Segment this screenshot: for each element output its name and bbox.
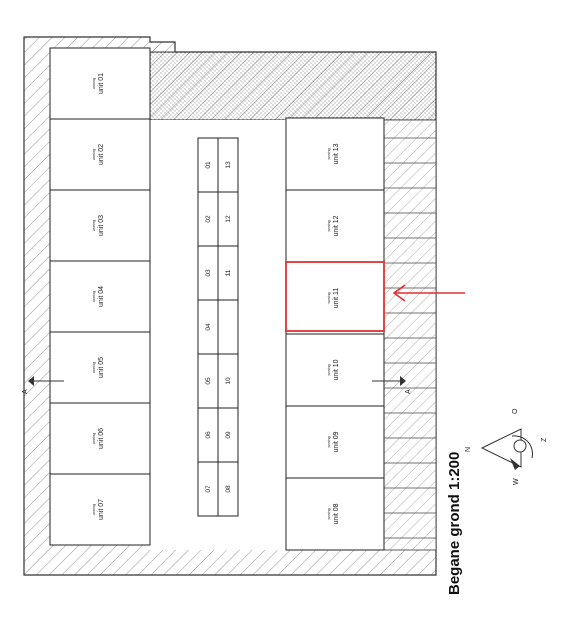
shed-number: 04 — [205, 323, 212, 331]
shed-number: 10 — [225, 377, 232, 385]
compass-o: O — [512, 408, 519, 414]
unit-label: unit 03 — [98, 215, 105, 236]
parking-strip — [383, 119, 437, 551]
shed-number: 01 — [205, 161, 212, 169]
unit-sublabel: woning — [327, 436, 331, 447]
section-mark-label: A — [405, 389, 412, 394]
highlight-arrow — [392, 284, 465, 302]
shed-number: 13 — [225, 161, 232, 169]
section-mark-label: A — [22, 389, 29, 394]
unit-label: unit 04 — [98, 286, 105, 307]
unit-sublabel: woning — [327, 220, 331, 231]
unit-label: unit 02 — [98, 144, 105, 165]
section-mark-right: A — [372, 376, 412, 394]
unit-label: unit 05 — [98, 357, 105, 378]
unit-sublabel: woning — [327, 148, 331, 159]
drawing-title: Begane grond 1:200 — [446, 452, 463, 595]
shed-number: 02 — [205, 215, 212, 223]
unit-label: unit 01 — [98, 73, 105, 94]
unit-sublabel: woning — [92, 149, 96, 160]
unit-sublabel: woning — [327, 364, 331, 375]
unit-sublabel: woning — [327, 508, 331, 519]
shed-number: 07 — [205, 485, 212, 493]
unit-sublabel: woning — [92, 78, 96, 89]
compass-n: N — [465, 447, 472, 452]
unit-sublabel: woning — [92, 362, 96, 373]
unit-label: unit 10 — [333, 359, 340, 380]
compass-w: W — [513, 478, 520, 485]
sheds-block: 01 13 02 12 03 11 04 05 10 06 09 07 08 — [197, 137, 239, 517]
compass-z: Z — [541, 437, 548, 442]
section-mark-left: A — [22, 376, 64, 394]
unit-sublabel: woning — [92, 504, 96, 515]
unit-label: unit 07 — [98, 499, 105, 520]
gravel-area — [149, 51, 437, 121]
shed-number: 06 — [205, 431, 212, 439]
highlight-box-unit-11 — [285, 261, 385, 332]
unit-label: unit 08 — [333, 503, 340, 524]
unit-label: unit 06 — [98, 428, 105, 449]
shed-number: 11 — [225, 269, 232, 276]
shed-number: 08 — [225, 485, 232, 493]
unit-sublabel: woning — [327, 292, 331, 303]
unit-sublabel: woning — [92, 433, 96, 444]
shed-number: 12 — [225, 215, 232, 223]
unit-label: unit 12 — [333, 215, 340, 236]
shed-number: 05 — [205, 377, 212, 385]
unit-label: unit 11 — [333, 288, 340, 309]
shed-number: 03 — [205, 269, 212, 277]
unit-sublabel: woning — [92, 291, 96, 302]
unit-label: unit 13 — [333, 143, 340, 164]
compass-rose: N O Z W — [465, 408, 548, 485]
unit-sublabel: woning — [92, 220, 96, 231]
unit-label: unit 09 — [333, 431, 340, 452]
shed-number: 09 — [225, 431, 232, 439]
